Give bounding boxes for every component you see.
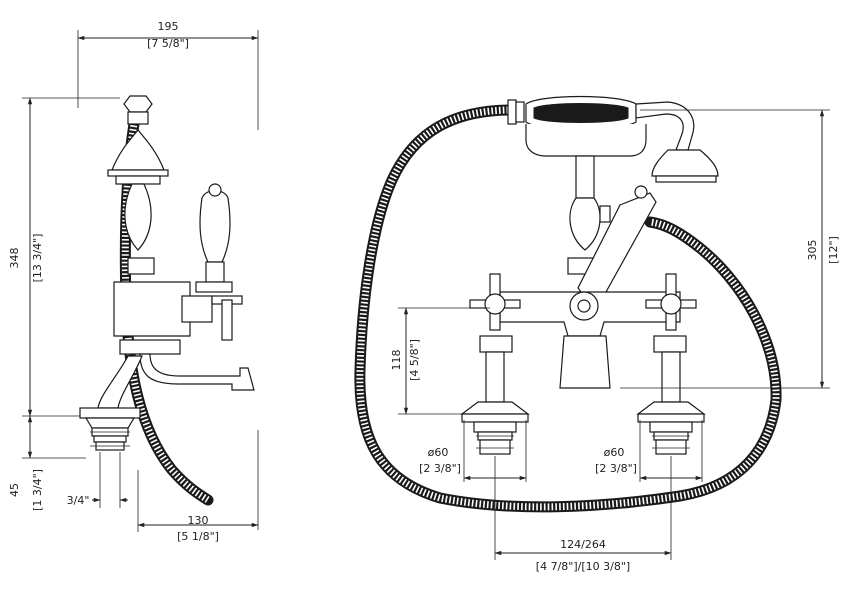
side-height-mm: 348 [8,248,21,269]
front-dimension-lines [398,109,830,560]
front-right-flange-in: [2 3/8"] [595,462,637,475]
front-centers-in: [4 7/8"]/[10 3/8"] [536,560,630,573]
side-leg [79,355,143,451]
side-height-in: [13 3/4"] [31,234,44,283]
side-reach-mm: 130 [188,514,209,527]
front-centers-mm: 124/264 [560,538,606,551]
front-left-valve [460,273,530,455]
side-cross-handle [211,295,243,341]
side-lever [195,183,233,293]
side-thread-size: 3/4" [67,494,90,507]
front-handset [507,95,719,183]
side-dimension-lines [22,30,259,532]
front-riser [567,155,611,275]
side-dimension-labels: 195 [7 5/8"] 348 [13 3/4"] 45 [1 3/4"] 3… [8,20,219,543]
front-left-flange-mm: ø60 [428,446,449,459]
front-right-valve [636,273,706,455]
front-dimension-labels: 305 [12"] 118 [4 5/8"] ø60 [2 3/8"] ø60 … [390,236,840,573]
front-height-in: [12"] [827,236,840,264]
side-reach-in: [5 1/8"] [177,530,219,543]
front-height-mm: 305 [806,240,819,261]
front-deck-in: [4 5/8"] [408,339,421,381]
front-left-flange-in: [2 3/8"] [419,462,461,475]
side-view: 195 [7 5/8"] 348 [13 3/4"] 45 [1 3/4"] 3… [8,20,259,543]
front-hose [354,104,782,513]
front-view: 305 [12"] 118 [4 5/8"] ø60 [2 3/8"] ø60 … [354,95,840,573]
front-deck-mm: 118 [390,350,403,371]
side-width-mm: 195 [158,20,179,33]
front-deck-bar [499,291,681,389]
front-right-flange-mm: ø60 [604,446,625,459]
side-base-in: [1 3/4"] [31,469,44,511]
side-body [113,257,213,355]
side-spout [139,353,255,391]
side-handset-cradle [107,95,169,251]
side-width-in: [7 5/8"] [147,37,189,50]
side-base-mm: 45 [8,483,21,497]
